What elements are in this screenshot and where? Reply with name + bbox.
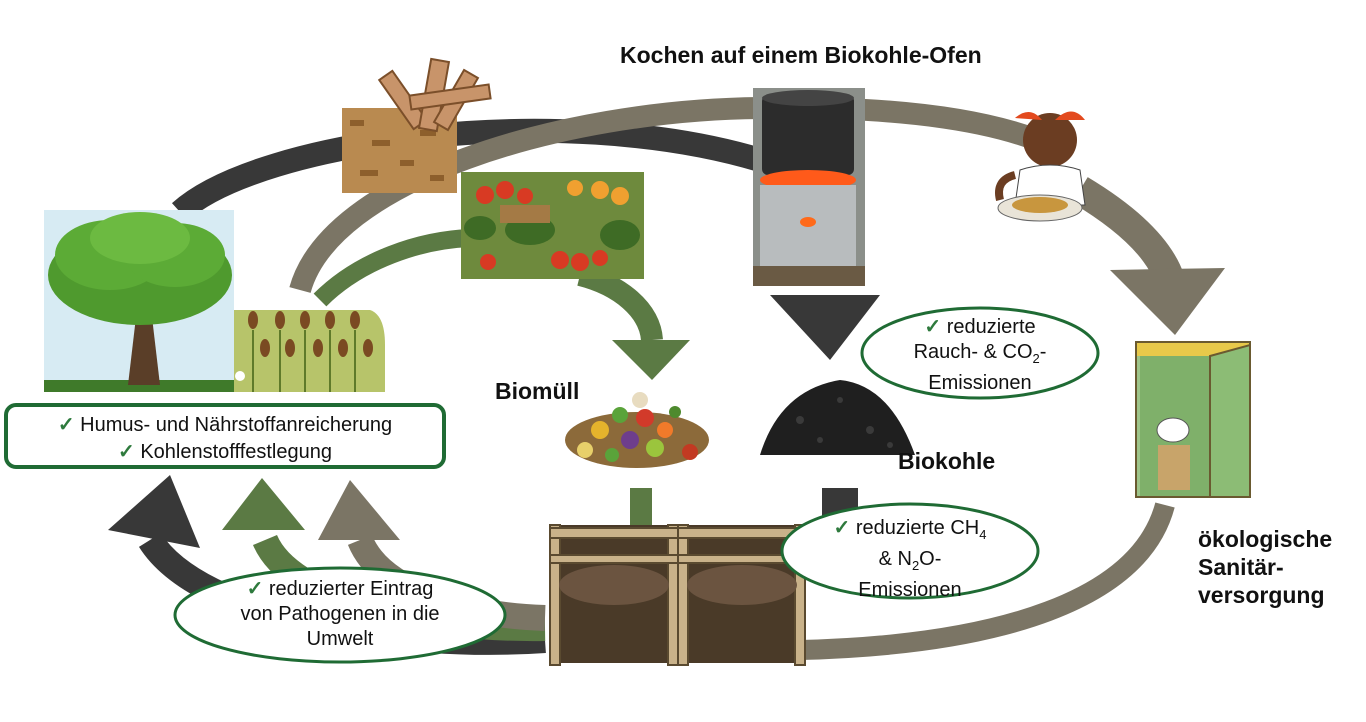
benefits-box: ✓ Humus- und Nährstoffanreicherung ✓ Koh… [4, 403, 446, 469]
methane-line2: & N2O- [800, 547, 1020, 578]
methane-line1-pre: reduzierte CH [855, 517, 980, 539]
methane-line2-sub: 2 [911, 558, 920, 573]
biowaste-pile-icon [565, 392, 709, 468]
methane-ellipse-text: ✓ reduzierte CH4 & N2O- Emissionen [800, 516, 1020, 603]
pathogens-line3: Umwelt [306, 628, 374, 650]
cooking-label: Kochen auf einem Biokohle-Ofen [620, 42, 982, 68]
smoke-line3: Emissionen [928, 372, 1032, 394]
smoke-line2-post: - [1039, 341, 1047, 363]
sanitation-label-line1: ökologische [1198, 526, 1333, 552]
smoke-line1-text: reduzierte [946, 316, 1036, 338]
sanitation-label-line3: versorgung [1198, 582, 1325, 608]
pathogens-line1: ✓ reduzierter Eintrag [200, 577, 480, 602]
smoke-line1: ✓ reduzierte [880, 315, 1080, 340]
benefit-carbon-text: Kohlenstofffestlegung [140, 441, 332, 463]
biochar-label: Biokohle [898, 448, 996, 474]
biochar-pile-icon [760, 380, 915, 455]
check-icon: ✓ [924, 316, 942, 338]
sanitation-label-line2: Sanitär- [1198, 554, 1284, 580]
child-eating-icon [995, 111, 1086, 222]
dark-arrowhead-return [108, 475, 200, 548]
pathogens-ellipse [173, 566, 507, 664]
check-icon: ✓ [118, 441, 135, 463]
tree-icon [44, 210, 234, 392]
benefit-humus-text: Humus- und Nährstoffanreicherung [80, 414, 393, 436]
methane-line2-pre: & N [878, 548, 912, 570]
benefit-carbon: ✓ Kohlenstofffestlegung [8, 439, 442, 466]
sanitation-label: ökologische Sanitär- versorgung [1198, 525, 1332, 609]
green-arrowhead-biowaste [612, 340, 690, 380]
green-biowaste-to-compost [630, 488, 652, 528]
green-field-to-veg [313, 229, 471, 307]
green-arrowhead-return [222, 478, 305, 530]
smoke-ellipse-text: ✓ reduzierte Rauch- & CO2- Emissionen [880, 315, 1080, 396]
benefit-humus: ✓ Humus- und Nährstoffanreicherung [8, 412, 442, 439]
pathogens-ellipse-text: ✓ reduzierter Eintrag von Pathogenen in … [200, 577, 480, 652]
methane-line1-sub: 4 [979, 527, 987, 542]
cooking-stove-icon [753, 88, 865, 286]
check-icon: ✓ [57, 414, 75, 436]
smoke-ellipse [860, 306, 1100, 400]
smoke-line2-pre: Rauch- & CO [913, 341, 1033, 363]
biowaste-label: Biomüll [495, 378, 580, 404]
smoke-line2-sub: 2 [1032, 351, 1040, 366]
methane-line1: ✓ reduzierte CH4 [800, 516, 1020, 547]
methane-line3: Emissionen [858, 579, 962, 601]
taupe-arrowhead-to-toilet [1110, 268, 1225, 335]
crop-field-icon [234, 310, 385, 392]
dark-arrowhead-to-biochar [770, 295, 880, 360]
methane-line2-post: O- [919, 548, 942, 570]
taupe-arrowhead-return [318, 480, 400, 540]
compost-bins-icon [549, 524, 806, 666]
taupe-top-arc [289, 96, 1065, 294]
toilet-icon [1135, 341, 1251, 498]
smoke-line2: Rauch- & CO2- [880, 340, 1080, 371]
firewood-icon [342, 57, 492, 193]
methane-ellipse [780, 502, 1040, 600]
pathogens-line1-text: reduzierter Eintrag [268, 578, 434, 600]
vegetables-icon [461, 172, 644, 279]
taupe-bottom-arc [799, 502, 1175, 660]
pathogens-line2: von Pathogenen in die [240, 603, 440, 625]
check-icon: ✓ [246, 578, 264, 600]
check-icon: ✓ [833, 517, 851, 539]
